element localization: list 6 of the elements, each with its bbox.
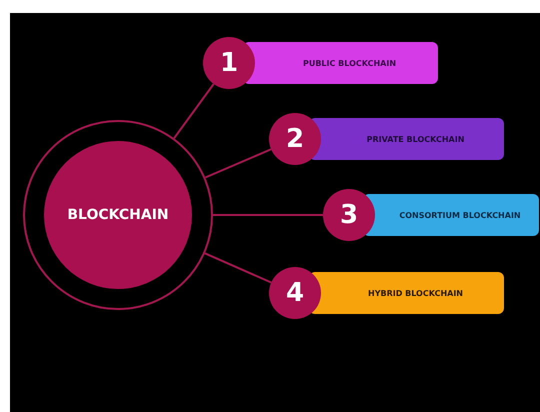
- connector-line: [204, 148, 272, 178]
- hub-title: BLOCKCHAIN: [67, 207, 169, 223]
- connector-line: [204, 252, 272, 284]
- connector-line: [173, 83, 214, 139]
- connector-line: [213, 214, 323, 216]
- hub-ring: [23, 120, 213, 310]
